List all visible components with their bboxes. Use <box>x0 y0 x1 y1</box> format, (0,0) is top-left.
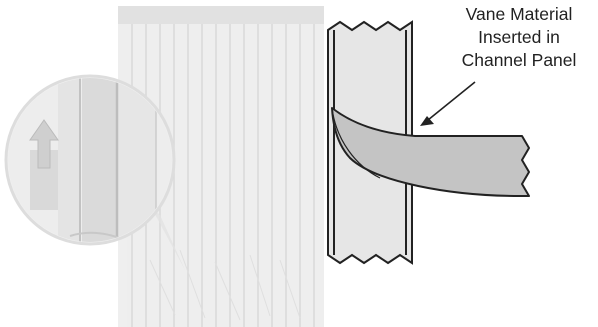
blind-folds <box>149 249 301 321</box>
callout-line-2: Inserted in <box>478 27 560 47</box>
channel-panel-drawing <box>327 20 530 265</box>
magnified-slat-mid <box>82 78 116 242</box>
callout-label: Vane Material Inserted in Channel Panel <box>440 3 598 72</box>
vane-material <box>331 107 530 197</box>
callout-arrow <box>420 81 476 126</box>
headrail <box>118 6 324 24</box>
magnified-slat-left <box>58 78 80 242</box>
callout-line-3: Channel Panel <box>461 50 577 70</box>
magnifier-connector <box>150 205 185 270</box>
up-arrow-icon <box>29 119 59 169</box>
magnified-slat-right <box>118 78 156 242</box>
magnifier-circle <box>4 74 176 246</box>
vane-edge <box>331 107 381 179</box>
callout-line-1: Vane Material <box>465 4 573 24</box>
